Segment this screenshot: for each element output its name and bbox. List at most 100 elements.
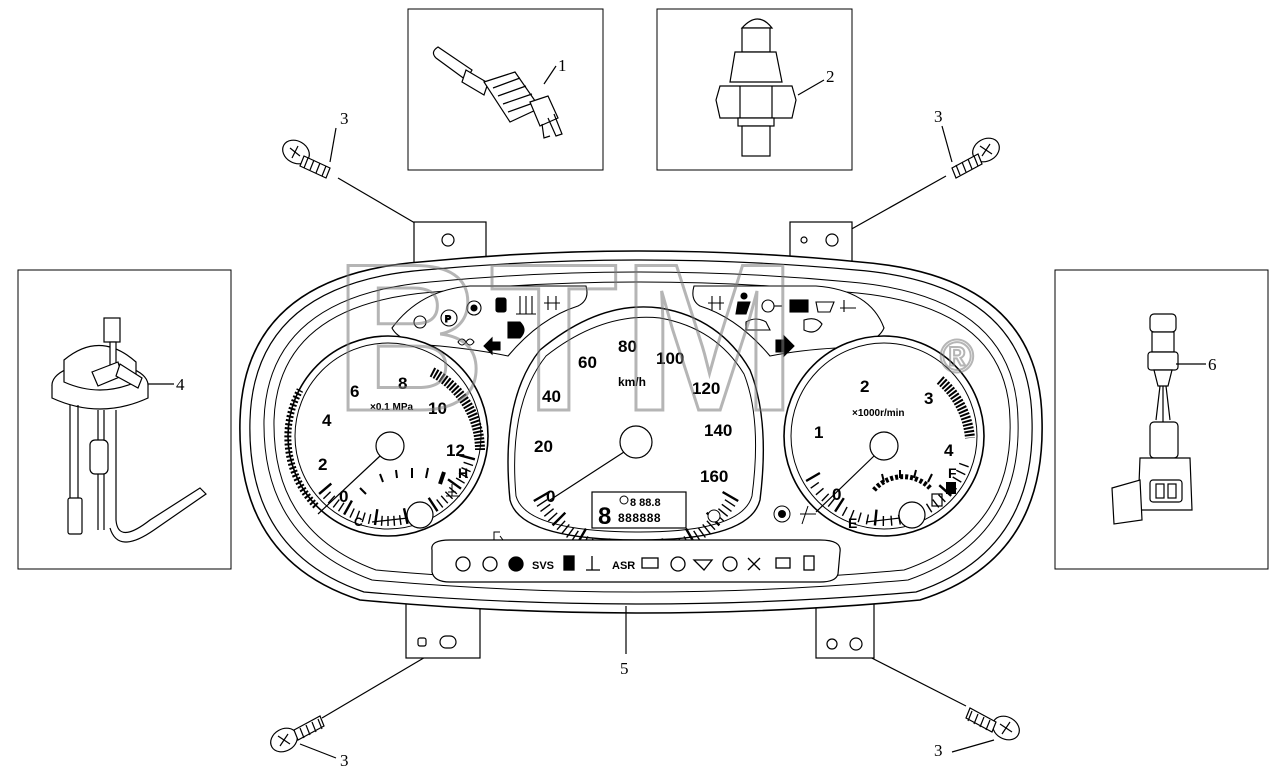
door-open-icon xyxy=(803,555,815,571)
left-gauge-tick-4 xyxy=(337,502,345,512)
callout-3-top-right: 3 xyxy=(934,107,943,126)
left-gauge-tick-8 xyxy=(361,512,366,523)
tach-needle-hub xyxy=(869,431,899,461)
tach-tick-mark-3 xyxy=(821,493,830,502)
detail-box-4: 4 xyxy=(17,269,232,570)
temp-cold-label: C xyxy=(354,515,363,529)
dpf-icon xyxy=(775,557,791,569)
left-gauge-tick-27 xyxy=(458,472,469,479)
fuel-full-label: F xyxy=(948,465,957,481)
watermark-text: BTM xyxy=(334,220,801,455)
callout-2: 2 xyxy=(826,67,835,86)
left-tick-8: 8 xyxy=(398,374,407,393)
speed-tick-120: 120 xyxy=(692,379,720,398)
esp-off-icon xyxy=(747,557,761,571)
lcd-odometer: 888888 xyxy=(618,511,661,525)
brake-warning-icon xyxy=(455,556,471,572)
lcd-clock: 8 88.8 xyxy=(630,497,661,509)
left-gauge-tick-6 xyxy=(349,508,355,518)
left-gauge-tick-25 xyxy=(447,478,462,490)
tach-tick-mark-23 xyxy=(955,469,966,476)
speed-tick-mark-1 xyxy=(536,499,548,507)
left-gauge-tick-3 xyxy=(332,499,340,508)
tach-tick-0: 0 xyxy=(832,485,841,504)
speed-tick-mark-38 xyxy=(721,503,732,512)
tach-tick-mark-24 xyxy=(958,462,969,468)
left-gauge: 0 2 4 6 8 10 12 ×0.1 MPa H C xyxy=(284,335,489,537)
temp-hot-label: H xyxy=(458,465,468,481)
speed-unit: km/h xyxy=(618,375,646,389)
temp-subgauge xyxy=(359,467,446,529)
fuel-subgauge xyxy=(865,469,956,529)
speed-needle-hub xyxy=(619,425,653,459)
tach-tick-mark-4 xyxy=(827,498,835,508)
tach-tick-mark-20 xyxy=(938,484,952,497)
detail-box-2: 2 xyxy=(656,8,853,171)
left-gauge-tick-10 xyxy=(373,509,379,526)
tach-tick-mark-1 xyxy=(810,481,820,489)
left-tick-4: 4 xyxy=(322,411,332,430)
tpms-icon-core xyxy=(778,510,786,518)
coolant-warning-icon xyxy=(586,556,600,571)
speed-tick-mark-39 xyxy=(724,499,736,507)
left-gauge-tick-5 xyxy=(343,500,353,516)
trip-reset-knob xyxy=(707,509,721,523)
detail-box-6: 6 xyxy=(1054,269,1269,570)
left-tick-0: 0 xyxy=(339,487,348,506)
left-gauge-tick-29 xyxy=(463,461,474,467)
glow-plug-icon xyxy=(722,556,738,572)
fuel-warning-icon xyxy=(563,555,575,571)
tach-tick-mark-9 xyxy=(865,514,870,525)
screw-bottom-right xyxy=(855,649,1020,753)
tach-tick-mark-0 xyxy=(805,471,821,483)
coolant-icon xyxy=(446,484,460,497)
speed-tick-mark-5 xyxy=(551,511,567,527)
left-gauge-tick-13 xyxy=(393,515,396,526)
left-gauge-tick-26 xyxy=(455,477,465,484)
tach-tick-mark-17 xyxy=(925,503,933,513)
tach-tick-mark-2 xyxy=(815,487,824,496)
left-gauge-tick-9 xyxy=(367,513,372,525)
speed-tick-mark-8 xyxy=(566,527,575,538)
warning-light-bar: SVS ASR xyxy=(431,539,841,583)
tach-tick-mark-8 xyxy=(857,512,862,523)
left-gauge-tick-24 xyxy=(448,486,458,495)
speed-tick-140: 140 xyxy=(704,421,732,440)
speed-tick-20: 20 xyxy=(534,437,553,456)
callout-6: 6 xyxy=(1208,355,1217,374)
left-gauge-tick-21 xyxy=(436,499,444,508)
left-gauge-tick-1 xyxy=(322,491,332,500)
warning-icons-left: P xyxy=(413,296,560,356)
left-gauge-tick-15 xyxy=(402,507,409,525)
speed-tick-60: 60 xyxy=(578,353,597,372)
watermark: BTM ® xyxy=(333,219,976,457)
speed-tick-0: 0 xyxy=(546,487,555,506)
callout-3-top-left: 3 xyxy=(340,109,349,128)
left-gauge-unit: ×0.1 MPa xyxy=(370,402,414,413)
tach-tick-1: 1 xyxy=(814,423,823,442)
asr-label: ASR xyxy=(612,560,635,572)
speedometer: 0 20 40 60 80 100 120 140 160 km/h 8 8 8… xyxy=(490,306,765,560)
watermark-registered: ® xyxy=(940,330,974,382)
tach-tick-mark-10 xyxy=(873,509,878,526)
left-gauge-tick-23 xyxy=(444,491,454,500)
left-gauge-tick-22 xyxy=(440,495,449,504)
speed-tick-40: 40 xyxy=(542,387,561,406)
speed-tick-mark-33 xyxy=(702,523,711,535)
speed-tick-mark-9 xyxy=(571,530,579,542)
speed-tick-mark-6 xyxy=(556,520,566,531)
pressure-sensor-part xyxy=(715,18,825,157)
tach-tick-mark-5 xyxy=(834,497,845,513)
svs-label: SVS xyxy=(532,560,554,572)
parking-brake-icon xyxy=(482,556,498,572)
speed-tick-mark-34 xyxy=(706,520,716,531)
tach-tick-mark-12 xyxy=(890,515,893,526)
screw-top-right xyxy=(831,125,1000,241)
left-gauge-tick-0 xyxy=(318,482,333,495)
lcd-display: 8 8 88.8 888888 xyxy=(591,491,687,530)
speed-tick-mark-4 xyxy=(547,512,558,522)
speed-tick-mark-37 xyxy=(717,508,729,517)
left-gauge-tick-20 xyxy=(427,497,439,512)
warning-icons-right xyxy=(708,292,856,358)
